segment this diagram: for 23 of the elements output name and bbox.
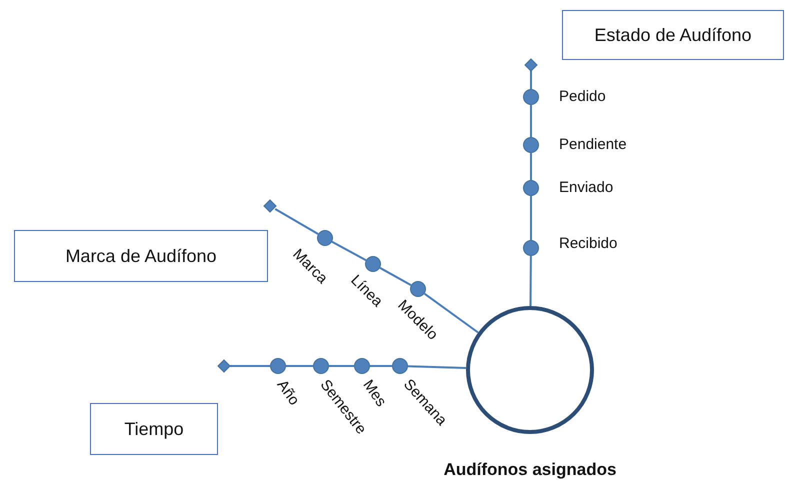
connector-line bbox=[380, 267, 412, 286]
level-label: Pendiente bbox=[559, 135, 627, 155]
level-label: Pedido bbox=[559, 87, 606, 107]
dimension-box: Marca de Audífono bbox=[14, 230, 268, 282]
level-label: Año bbox=[272, 376, 304, 410]
connector-line bbox=[370, 365, 392, 367]
connector-line bbox=[530, 71, 532, 89]
connector-line bbox=[230, 365, 270, 367]
connector-line bbox=[424, 292, 479, 334]
connector-line bbox=[530, 196, 532, 240]
connector-line bbox=[286, 365, 313, 367]
connector-line bbox=[530, 105, 532, 137]
dimension-box: Estado de Audífono bbox=[562, 10, 784, 60]
connector-line bbox=[332, 240, 366, 262]
level-label: Enviado bbox=[559, 178, 614, 198]
connector-line bbox=[530, 256, 532, 306]
dimension-box: Tiempo bbox=[90, 403, 218, 455]
fact-label: Audífonos asignados bbox=[444, 460, 616, 480]
connector-line bbox=[408, 365, 466, 369]
level-label: Recibido bbox=[559, 234, 618, 254]
connector-line bbox=[530, 153, 532, 180]
connector-line bbox=[274, 208, 319, 235]
connector-line bbox=[329, 365, 354, 367]
